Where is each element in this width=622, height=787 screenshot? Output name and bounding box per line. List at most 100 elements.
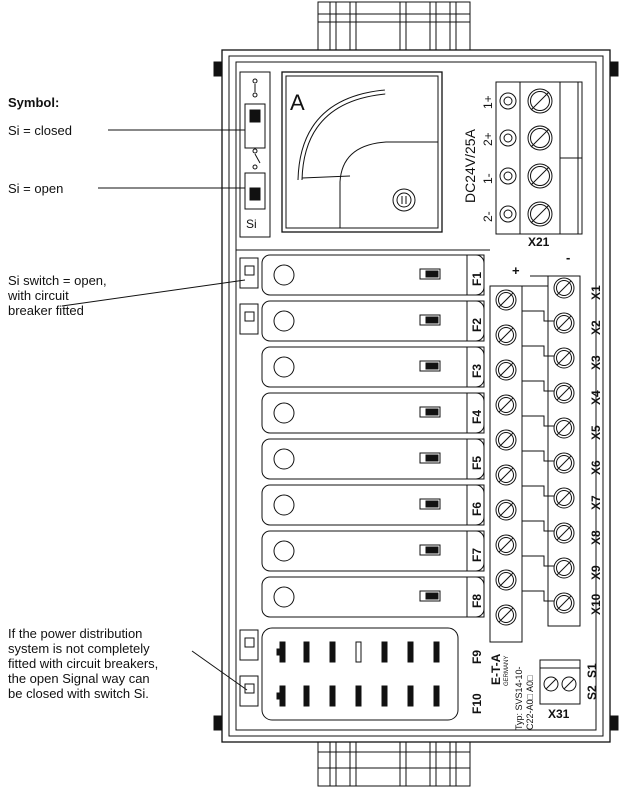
output-screw xyxy=(553,382,575,404)
plus-sign: + xyxy=(512,263,520,278)
ammeter: A xyxy=(281,71,443,233)
output-label: X10 xyxy=(589,593,603,615)
bottom-note-line: system is not completely xyxy=(8,641,150,656)
circuit-breaker[interactable]: F2 xyxy=(261,300,485,342)
plus-rail-screw xyxy=(495,359,517,381)
x21-terminals: 1+ 2+ 1- 2- xyxy=(481,88,553,227)
x21-label: X21 xyxy=(528,235,550,249)
breaker-reset-button[interactable] xyxy=(273,310,295,332)
output-label: X6 xyxy=(589,460,603,475)
circuit-breaker[interactable]: F8 xyxy=(261,576,485,618)
si-switch-panel: Si xyxy=(239,71,271,238)
fuse-label: F8 xyxy=(470,594,484,608)
minus-sign: - xyxy=(566,250,570,265)
output-screw xyxy=(553,452,575,474)
x21-terminal-label: 1- xyxy=(481,173,495,184)
fuse-label: F10 xyxy=(470,693,484,714)
x31-terminal-block: X31 S2 S1 xyxy=(539,659,599,721)
x21-screw xyxy=(527,88,553,114)
si-switch-note-line: breaker fitted xyxy=(8,303,84,318)
output-screw xyxy=(553,312,575,334)
si-switch-label: Si xyxy=(246,217,257,231)
din-rail-bottom xyxy=(317,739,471,787)
plus-rail-screw xyxy=(495,569,517,591)
s1-label: S1 xyxy=(585,663,599,678)
bottom-note-line: the open Signal way can xyxy=(8,671,150,686)
output-terminal: X8 xyxy=(522,520,603,545)
output-label: X9 xyxy=(589,565,603,580)
output-terminal: X6 xyxy=(522,450,603,475)
circuit-breaker[interactable]: F5 xyxy=(261,438,485,480)
output-terminal: X1 xyxy=(553,277,603,300)
si-switch-note-line: with circuit xyxy=(8,288,69,303)
type-line-1: Typ: SVS14-10- xyxy=(514,666,524,730)
x21-terminal: 1- xyxy=(481,163,553,189)
slot-contact xyxy=(355,685,362,707)
symbol-heading: Symbol: xyxy=(8,95,60,110)
output-label: X3 xyxy=(589,355,603,370)
slot-contact xyxy=(329,641,336,663)
output-label: X1 xyxy=(589,285,603,300)
breaker-reset-button[interactable] xyxy=(273,448,295,470)
breaker-reset-button[interactable] xyxy=(273,402,295,424)
fuse-label: F5 xyxy=(470,456,484,470)
slot-contact xyxy=(381,685,388,707)
output-terminal: X9 xyxy=(522,555,603,580)
breaker-reset-button[interactable] xyxy=(273,586,295,608)
output-terminal-block xyxy=(489,275,581,643)
si-switch-note-line: Si switch = open, xyxy=(8,273,107,288)
fuse-label: F1 xyxy=(470,272,484,286)
circuit-breaker[interactable]: F1 xyxy=(261,254,485,296)
slot-contact xyxy=(303,685,310,707)
output-screw xyxy=(553,592,575,614)
output-label: X5 xyxy=(589,425,603,440)
product-label: E-T-A GERMANY Typ: SVS14-10- C22-A0□ A0□ xyxy=(489,653,535,730)
slot-contact xyxy=(279,641,286,663)
circuit-breaker[interactable]: F7 xyxy=(261,530,485,572)
plus-rail-screw xyxy=(495,499,517,521)
output-terminal: X4 xyxy=(522,380,603,405)
slot-contact xyxy=(433,685,440,707)
bottom-note-line: fitted with circuit breakers, xyxy=(8,656,159,671)
circuit-breaker[interactable]: F6 xyxy=(261,484,485,526)
plus-rail-screw xyxy=(495,394,517,416)
breaker-reset-button[interactable] xyxy=(273,494,295,516)
output-screw xyxy=(553,487,575,509)
output-terminal: X3 xyxy=(522,345,603,370)
fuse-label: F7 xyxy=(470,548,484,562)
breaker-reset-button[interactable] xyxy=(273,264,295,286)
slot-contact xyxy=(381,641,388,663)
output-terminal: X7 xyxy=(522,485,603,510)
fuse-label: F3 xyxy=(470,364,484,378)
x21-terminal-label: 2+ xyxy=(481,132,495,146)
x21-terminal: 2- xyxy=(481,201,553,227)
x21-terminal: 2+ xyxy=(481,125,553,151)
output-terminal: X2 xyxy=(522,310,603,335)
output-label: X2 xyxy=(589,320,603,335)
si-switch-note: Si switch = open, with circuit breaker f… xyxy=(8,273,107,318)
output-label: X8 xyxy=(589,530,603,545)
bottom-note-line: be closed with switch Si. xyxy=(8,686,149,701)
country-text: GERMANY xyxy=(504,656,510,686)
plus-rail-screw xyxy=(495,464,517,486)
breaker-reset-button[interactable] xyxy=(273,356,295,378)
fuse-label: F9 xyxy=(470,650,484,664)
fuse-label: F4 xyxy=(470,410,484,424)
bottom-note-line: If the power distribution xyxy=(8,626,143,641)
plus-rail-screw xyxy=(495,289,517,311)
slot-contact xyxy=(355,641,362,663)
si-open-label: Si = open xyxy=(8,181,64,196)
plus-rail-screw xyxy=(495,534,517,556)
slot-switches xyxy=(239,257,259,707)
plus-rail-screw xyxy=(495,429,517,451)
breaker-reset-button[interactable] xyxy=(273,540,295,562)
x21-terminal: 1+ xyxy=(481,88,553,114)
din-rail-top xyxy=(317,1,471,51)
circuit-breaker[interactable]: F3 xyxy=(261,346,485,388)
empty-slot-area xyxy=(261,627,459,721)
output-label: X7 xyxy=(589,495,603,510)
si-closed-label: Si = closed xyxy=(8,123,72,138)
circuit-breaker[interactable]: F4 xyxy=(261,392,485,434)
